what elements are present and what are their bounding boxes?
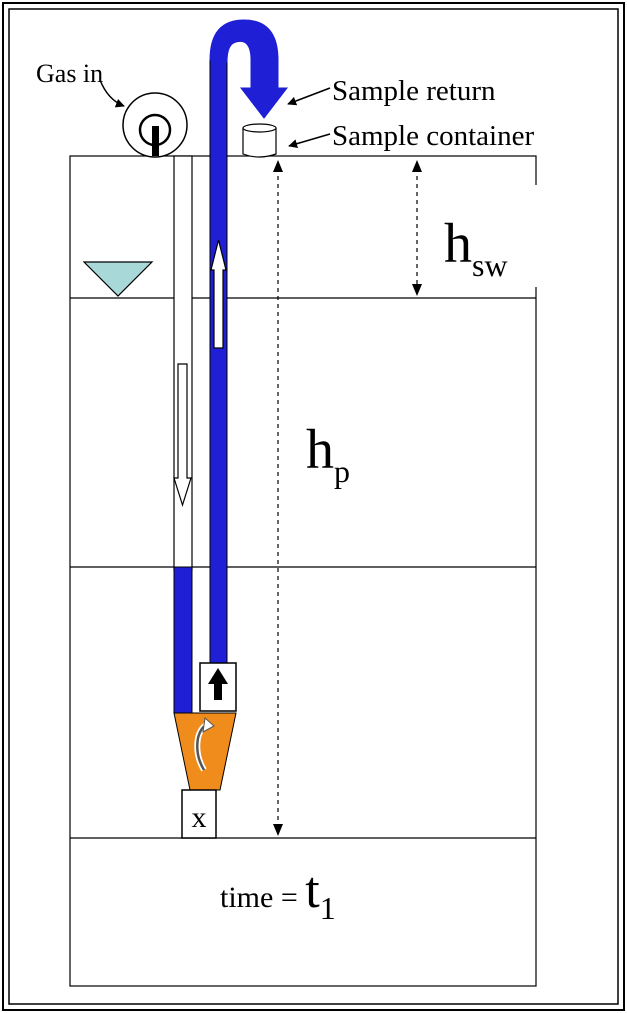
time-prefix: time =: [220, 881, 305, 914]
hsw-bottom-arrowhead-icon: [412, 284, 422, 296]
time-subscript: 1: [320, 890, 336, 926]
hp-subscript: p: [334, 453, 350, 489]
sample-return-pointer-icon: [287, 87, 331, 106]
sample-container-body: [242, 128, 277, 158]
gas-in-label: Gas in: [36, 59, 103, 88]
hsw-label: hsw: [444, 213, 508, 283]
hsw-top-arrowhead-icon: [412, 160, 422, 172]
hp-top-arrowhead-icon: [273, 160, 283, 172]
pump-chamber: [173, 712, 237, 791]
well-casing: [69, 155, 537, 987]
hp-label: hp: [306, 419, 350, 489]
gas-feed-stem: [152, 126, 159, 156]
water-level-triangle-icon: [82, 261, 154, 297]
gas-in-pointer-icon: [99, 79, 125, 108]
gas-flow-down-arrow-icon: [173, 363, 192, 507]
inlet-valve-box: [181, 789, 217, 839]
hp-bottom-arrowhead-icon: [273, 824, 283, 836]
sample-container-label: Sample container: [332, 120, 534, 152]
sample-tube: [209, 59, 228, 665]
chamber-flow-arrowhead-icon: [202, 717, 215, 733]
hsw-main: h: [444, 213, 472, 275]
time-main: t: [305, 862, 320, 919]
sample-return-label: Sample return: [332, 75, 496, 107]
sample-container-pointer-icon: [288, 133, 331, 149]
gas-coil-outer: [122, 92, 188, 158]
sample-container-lid: [242, 123, 277, 133]
inlet-valve-label: x: [192, 801, 207, 834]
hsw-label-bg: [430, 185, 550, 287]
check-valve-up-arrow-icon: [208, 668, 228, 700]
time-label: time = t1: [220, 862, 336, 926]
gas-tube-filled-section: [173, 566, 193, 714]
gas-tube: [173, 155, 193, 571]
inner-frame: [8, 8, 619, 1005]
hp-main: h: [306, 419, 334, 481]
sample-return-hook-icon: [209, 19, 289, 119]
sample-flow-up-arrow-icon: [210, 239, 227, 349]
hsw-subscript: sw: [472, 247, 508, 283]
